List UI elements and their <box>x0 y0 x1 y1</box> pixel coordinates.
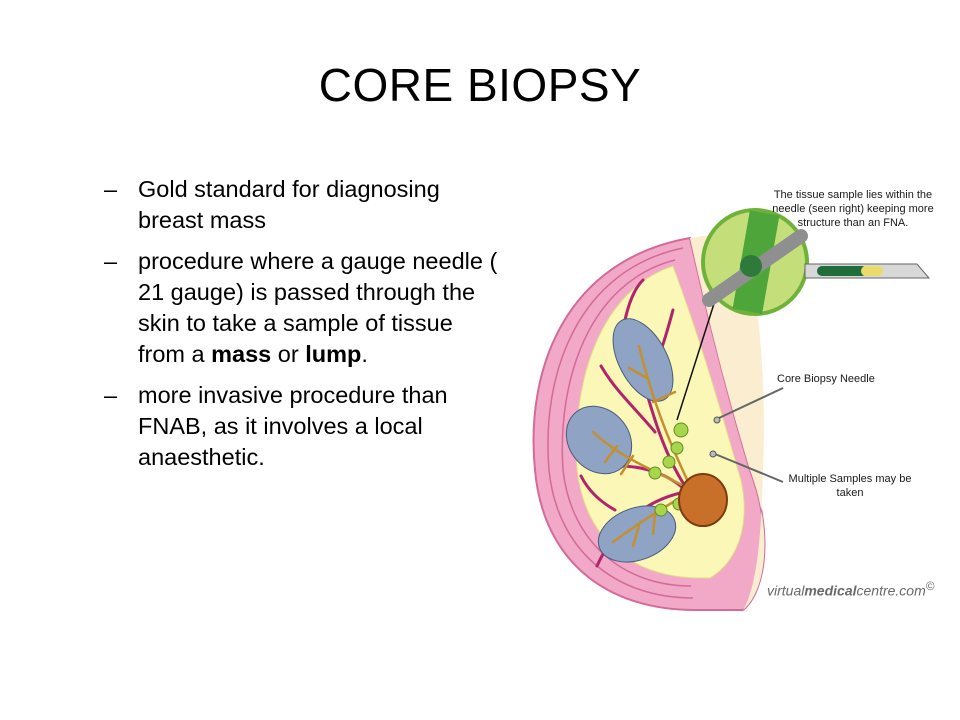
skin-line <box>561 259 692 587</box>
watermark-virtualmedicalcentre: virtualmedicalcentre.com© <box>767 580 934 599</box>
bullet-text-end: . <box>361 341 368 367</box>
bullet-bold-mass: mass <box>211 341 272 367</box>
magnifier-pointer <box>676 287 720 421</box>
skin-line <box>547 247 694 599</box>
callout-core-biopsy-needle: Core Biopsy Needle <box>777 373 875 385</box>
bullet-bold-lump: lump <box>305 341 362 367</box>
magnifier-sample <box>740 255 762 277</box>
bullet-marker: – <box>104 382 118 408</box>
bullet-text: Gold standard for diagnosing breast mass <box>138 176 440 233</box>
breast-biopsy-figure: The tissue sample lies within the needle… <box>505 170 955 620</box>
breast-diagram-illustration <box>532 208 931 611</box>
slide-title: CORE BIOPSY <box>318 59 642 111</box>
watermark-copyright: © <box>925 580 935 593</box>
bullet-marker: – <box>104 176 118 202</box>
bullet-invasive: – more invasive procedure than FNAB, as … <box>104 380 504 473</box>
bullet-text-middle: or <box>271 341 306 367</box>
bullet-gold-standard: – Gold standard for diagnosing breast ma… <box>104 174 504 236</box>
nipple <box>678 473 728 527</box>
bullet-list: – Gold standard for diagnosing breast ma… <box>104 174 504 483</box>
callout-tissue-sample: The tissue sample lies within the needle… <box>772 189 934 229</box>
needle-tip <box>709 450 717 458</box>
biopsy-needles <box>714 387 784 483</box>
needle-tip <box>713 416 721 424</box>
bullet-procedure: – procedure where a gauge needle ( 21 ga… <box>104 246 504 370</box>
callout-multiple-samples: Multiple Samples may be taken <box>788 473 912 499</box>
bullet-marker: – <box>104 248 118 274</box>
bullet-text: procedure where a gauge needle ( 21 gaug… <box>138 248 498 367</box>
watermark-suffix: centre.com <box>856 582 926 599</box>
watermark-bold: medical <box>804 582 857 599</box>
core-needle-device <box>804 263 931 279</box>
bullet-text: more invasive procedure than FNAB, as it… <box>138 382 448 470</box>
watermark-prefix: virtual <box>767 582 805 599</box>
chest-wall <box>690 230 765 610</box>
